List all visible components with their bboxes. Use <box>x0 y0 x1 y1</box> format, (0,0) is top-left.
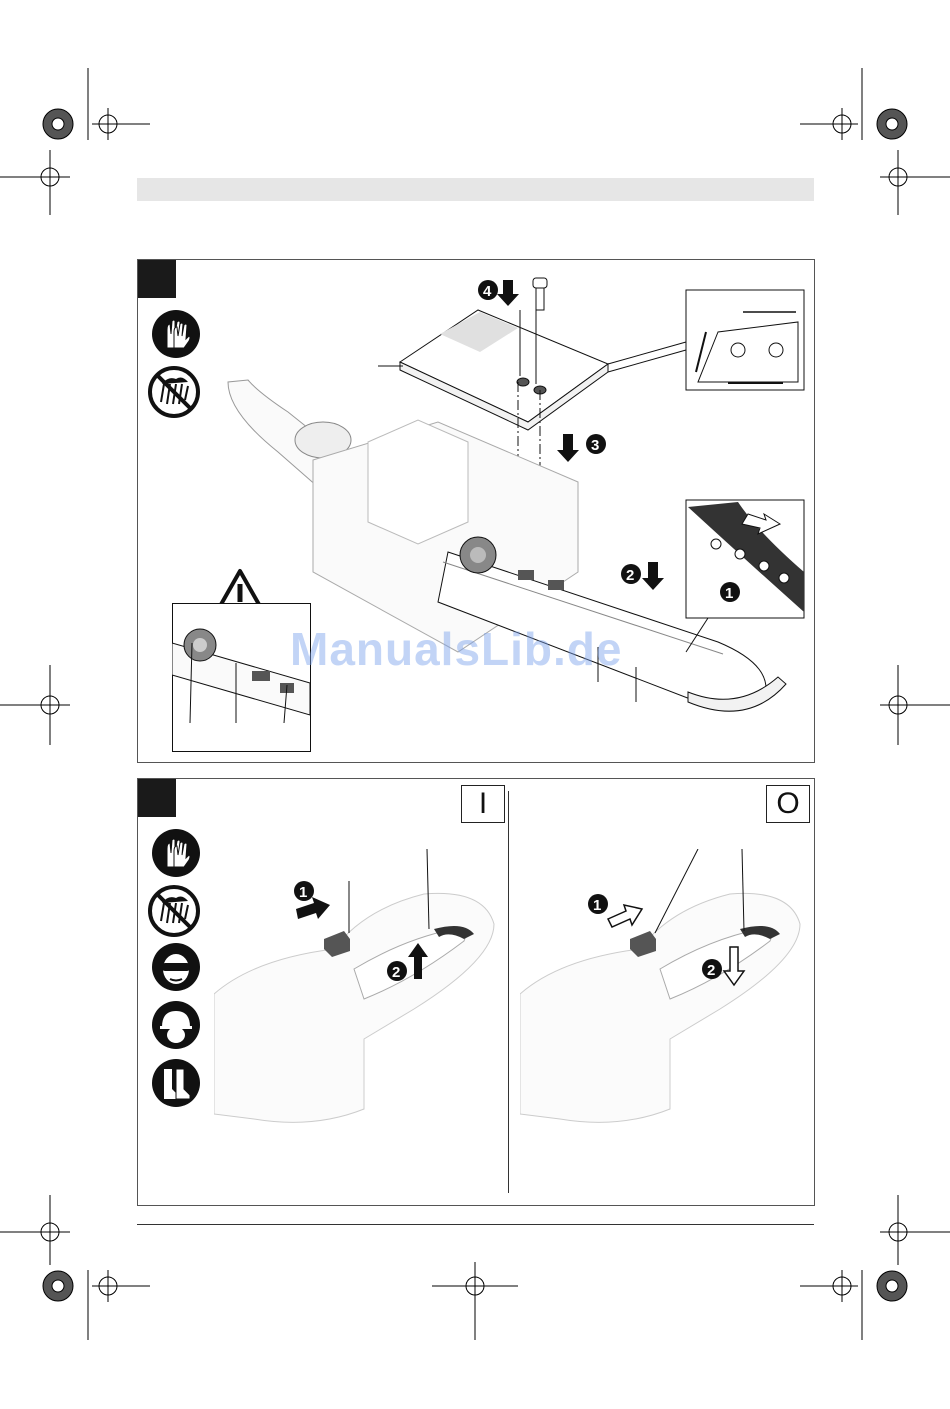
switch-on-label: I <box>479 789 487 819</box>
switch-off-symbol: O <box>766 785 810 823</box>
figure-2-panel: I 1 2 O 1 2 <box>137 778 815 1206</box>
switch-on-illustration: 1 2 <box>214 849 504 1129</box>
gloves-icon <box>152 829 200 877</box>
step-3-marker: 3 <box>586 434 606 454</box>
figure-2-tab <box>138 779 176 817</box>
switch-on-symbol: I <box>461 785 505 823</box>
off-step-1-number: 1 <box>593 897 601 914</box>
no-rain-icon <box>148 885 200 937</box>
switch-off-illustration: 1 2 <box>520 849 810 1129</box>
step-3-number: 3 <box>591 437 599 454</box>
step-2-marker: 2 <box>621 564 641 584</box>
helmet-icon <box>152 1001 200 1049</box>
panel-divider <box>508 791 509 1193</box>
no-rain-icon <box>148 366 200 418</box>
switch-off-label: O <box>776 789 799 819</box>
step-4-number: 4 <box>483 283 492 300</box>
figure-1-panel: 4 3 <box>137 259 815 763</box>
on-step-2-number: 2 <box>392 964 400 981</box>
step-1-number: 1 <box>725 585 733 602</box>
figure-1-tab <box>138 260 176 298</box>
step-1-marker: 1 <box>720 582 740 602</box>
boots-icon <box>152 1059 200 1107</box>
footer-rule <box>137 1224 814 1225</box>
safety-glasses-icon <box>152 943 200 991</box>
off-step-2-number: 2 <box>707 962 715 979</box>
step-2-number: 2 <box>626 567 634 584</box>
gloves-icon <box>152 310 200 358</box>
on-step-1-number: 1 <box>299 884 307 901</box>
step-4-marker: 4 <box>478 280 498 300</box>
header-band <box>137 178 814 201</box>
watermark: ManualsLib.de <box>290 622 622 676</box>
